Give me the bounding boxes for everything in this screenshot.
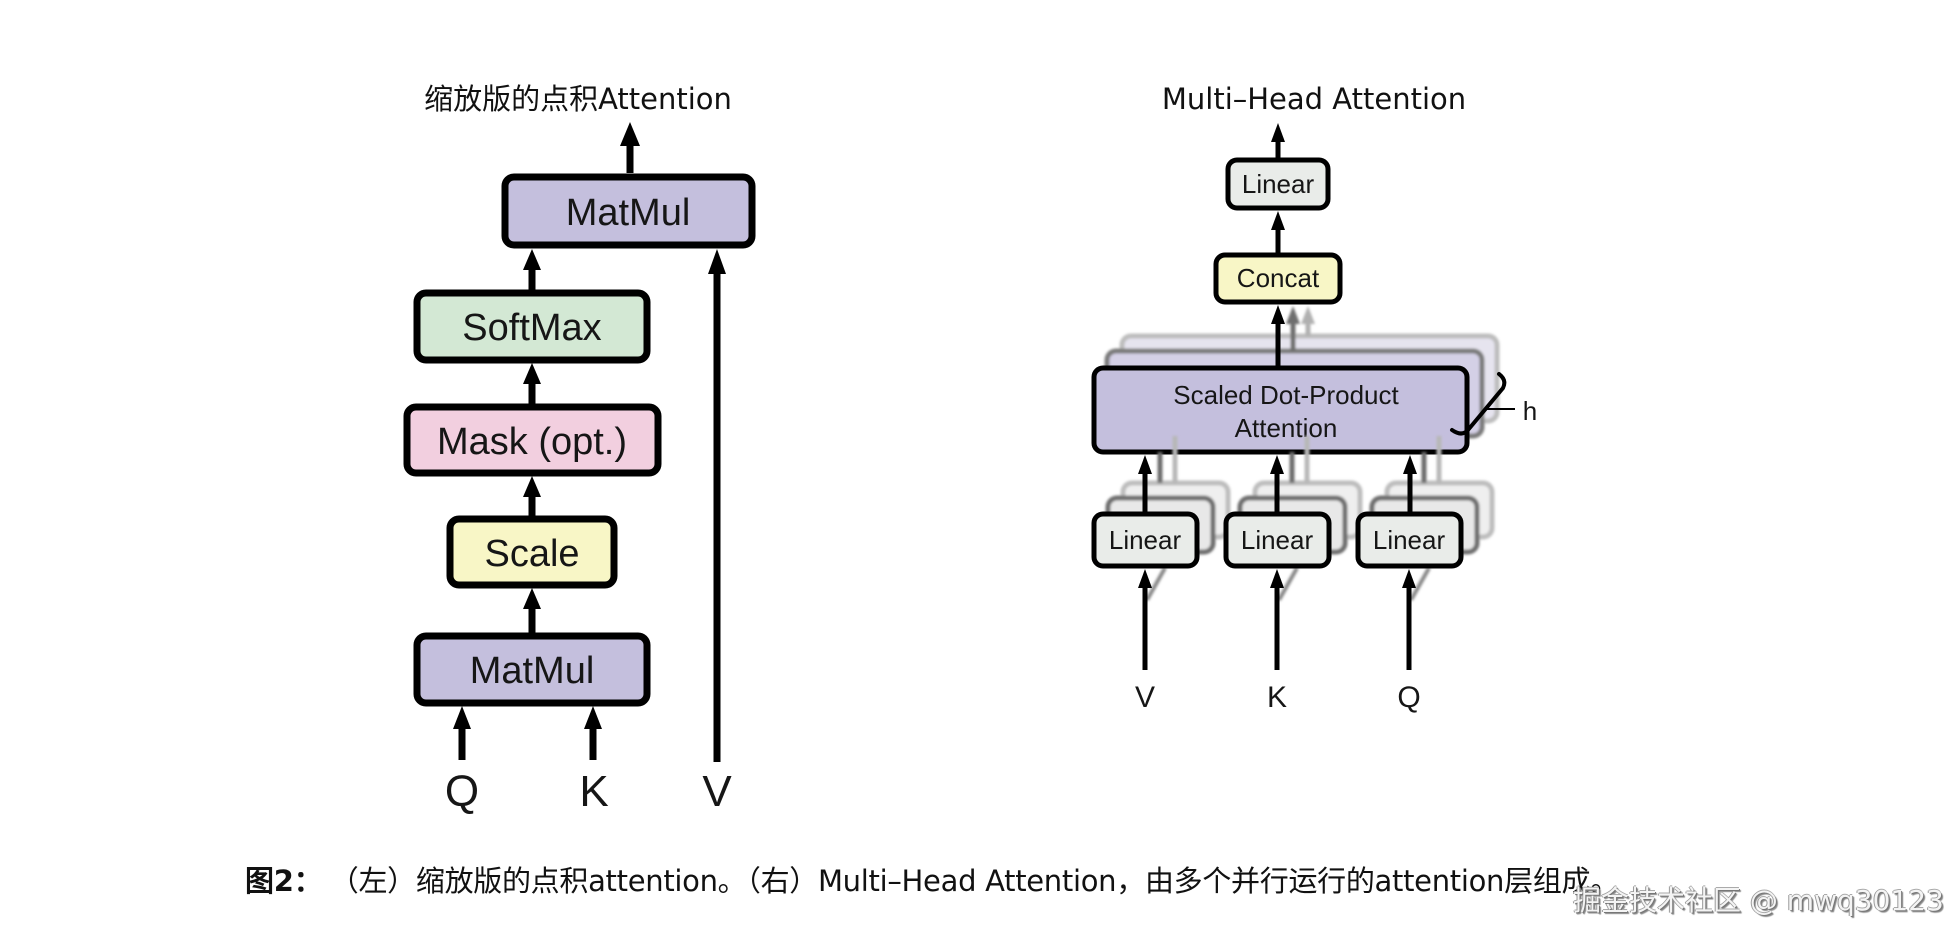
mha-input-label-k: K — [1267, 681, 1287, 714]
arrow-q-to-linear — [1402, 569, 1416, 670]
right-diagram-title: Multi–Head Attention — [1162, 82, 1466, 116]
left-diagram-title: 缩放版的点积Attention — [424, 82, 732, 116]
arrow-k-to-linear — [1270, 569, 1284, 670]
scaled-dot-product-attention-diagram: 缩放版的点积Attention MatMul SoftMax — [403, 82, 756, 816]
arrow-mask-to-softmax — [523, 363, 541, 404]
mask-label: Mask (opt.) — [437, 421, 627, 463]
linear-k-box: Linear — [1223, 511, 1332, 569]
sdpa-label-line2: Attention — [1235, 413, 1338, 443]
softmax-label: SoftMax — [462, 307, 601, 349]
caption-text: （左）缩放版的点积attention。（右）Multi–Head Attenti… — [344, 864, 1619, 898]
matmul-top-label: MatMul — [566, 192, 691, 234]
input-label-k: K — [579, 767, 608, 816]
linear-q-label: Linear — [1373, 525, 1446, 555]
input-label-v: V — [702, 767, 732, 816]
arrow-v-to-linear — [1138, 569, 1152, 670]
linear-output-label: Linear — [1242, 169, 1315, 199]
heads-bracket: h — [1450, 372, 1537, 436]
linear-k-label: Linear — [1241, 525, 1314, 555]
mha-output-arrow — [1271, 123, 1285, 158]
arrow-softmax-to-matmul — [523, 249, 541, 290]
linear-v-label: Linear — [1109, 525, 1182, 555]
scale-box: Scale — [446, 515, 618, 589]
figure-caption: 图2： （左）缩放版的点积attention。（右）Multi–Head Atte… — [245, 858, 1619, 900]
sdpa-label-line1: Scaled Dot-Product — [1173, 380, 1399, 410]
matmul-bottom-label: MatMul — [470, 650, 595, 692]
watermark: 掘金技术社区 @ mwq30123 — [1573, 884, 1944, 917]
arrow-q-input — [453, 706, 471, 760]
linear-q-box: Linear — [1355, 511, 1464, 569]
linear-output-box: Linear — [1225, 157, 1331, 211]
input-label-q: Q — [445, 767, 479, 816]
arrow-matmul-to-scale — [523, 588, 541, 633]
heads-count-label: h — [1523, 396, 1537, 426]
mha-input-label-v: V — [1135, 681, 1155, 714]
multi-head-attention-diagram: Multi–Head Attention Linear Concat — [1091, 82, 1537, 714]
linear-v-box: Linear — [1091, 511, 1200, 569]
scale-label: Scale — [484, 533, 579, 575]
arrow-sdpa-to-concat — [1271, 305, 1285, 367]
concat-box: Concat — [1213, 252, 1343, 305]
arrow-concat-to-linear — [1271, 211, 1285, 254]
arrow-linear-k-to-sdpa — [1270, 455, 1284, 514]
arrow-linear-q-to-sdpa — [1403, 455, 1417, 514]
mask-box: Mask (opt.) — [403, 403, 662, 477]
caption-figure-number: 图2： — [245, 864, 323, 898]
arrow-scale-to-mask — [523, 476, 541, 516]
matmul-top-box: MatMul — [501, 173, 756, 249]
arrow-linear-v-to-sdpa — [1138, 455, 1152, 514]
matmul-bottom-box: MatMul — [413, 632, 651, 707]
scaled-dot-product-attention-box: Scaled Dot-Product Attention — [1091, 365, 1470, 455]
concat-label: Concat — [1237, 263, 1320, 293]
softmax-box: SoftMax — [413, 289, 651, 364]
arrow-v-input — [708, 249, 726, 762]
output-arrow — [620, 122, 640, 173]
arrow-k-input — [584, 706, 602, 760]
mha-input-label-q: Q — [1397, 681, 1420, 714]
